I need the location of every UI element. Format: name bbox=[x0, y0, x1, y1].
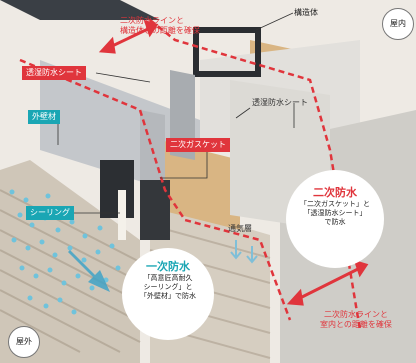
sealing-label: シーリング bbox=[26, 206, 74, 220]
secondary-line-3: で防水 bbox=[324, 218, 346, 226]
top-beam bbox=[0, 0, 160, 20]
exterior-wall-label: 外壁材 bbox=[28, 110, 60, 124]
secondary-waterproof-line bbox=[19, 19, 362, 331]
steel-channel bbox=[170, 70, 195, 160]
primary-title: 一次防水 bbox=[146, 260, 190, 273]
outdoor-badge: 屋外 bbox=[8, 326, 40, 358]
sealing-strip bbox=[118, 190, 126, 240]
distance-note-bottom-line-2: 室内との距離を確保 bbox=[320, 320, 392, 329]
secondary-waterproof-note: 二次防水 「二次ガスケット」と 「透湿防水シート」 で防水 bbox=[286, 170, 384, 268]
structure-column bbox=[193, 27, 261, 77]
water-drops bbox=[9, 189, 121, 315]
vent-layer-label: 通気層 bbox=[228, 224, 252, 233]
membrane-label-left: 透湿防水シート bbox=[22, 66, 86, 80]
vent-layer-arrows bbox=[230, 240, 258, 264]
gasket-label: 二次ガスケット bbox=[166, 138, 230, 152]
secondary-line-2: 「透湿防水シート」 bbox=[303, 209, 367, 217]
water-flow-arrow bbox=[68, 250, 110, 292]
primary-waterproof-note: 一次防水 「高意匠高耐久 シーリング」と 「外壁材」で防水 bbox=[122, 248, 214, 340]
membrane-label-right: 透湿防水シート bbox=[252, 98, 308, 107]
steel-channel-2 bbox=[140, 110, 165, 185]
primary-line-1: 「高意匠高耐久 bbox=[143, 274, 193, 282]
distance-note-bottom-line-1: 二次防水ラインと bbox=[323, 310, 388, 319]
distance-arrow-bottom bbox=[286, 259, 369, 306]
structure-label: 構造体 bbox=[294, 8, 318, 17]
distance-arrow-top bbox=[98, 19, 159, 54]
wood-stud bbox=[160, 140, 240, 230]
primary-line-2: シーリング」と bbox=[143, 283, 193, 291]
distance-note-top-line-2: 構造体との距離を確保 bbox=[120, 26, 200, 35]
distance-note-top: 二次防水ラインと 構造体との距離を確保 bbox=[120, 16, 200, 36]
exterior-wall-texture bbox=[0, 189, 141, 353]
primary-line-3: 「外壁材」で防水 bbox=[140, 292, 196, 300]
distance-note-top-line-1: 二次防水ラインと bbox=[120, 16, 184, 25]
secondary-title: 二次防水 bbox=[313, 186, 357, 199]
secondary-gasket bbox=[100, 160, 134, 218]
secondary-line-1: 「二次ガスケット」と bbox=[300, 200, 370, 208]
indoor-badge: 屋内 bbox=[382, 8, 414, 40]
distance-note-bottom: 二次防水ラインと 室内との距離を確保 bbox=[320, 310, 392, 330]
